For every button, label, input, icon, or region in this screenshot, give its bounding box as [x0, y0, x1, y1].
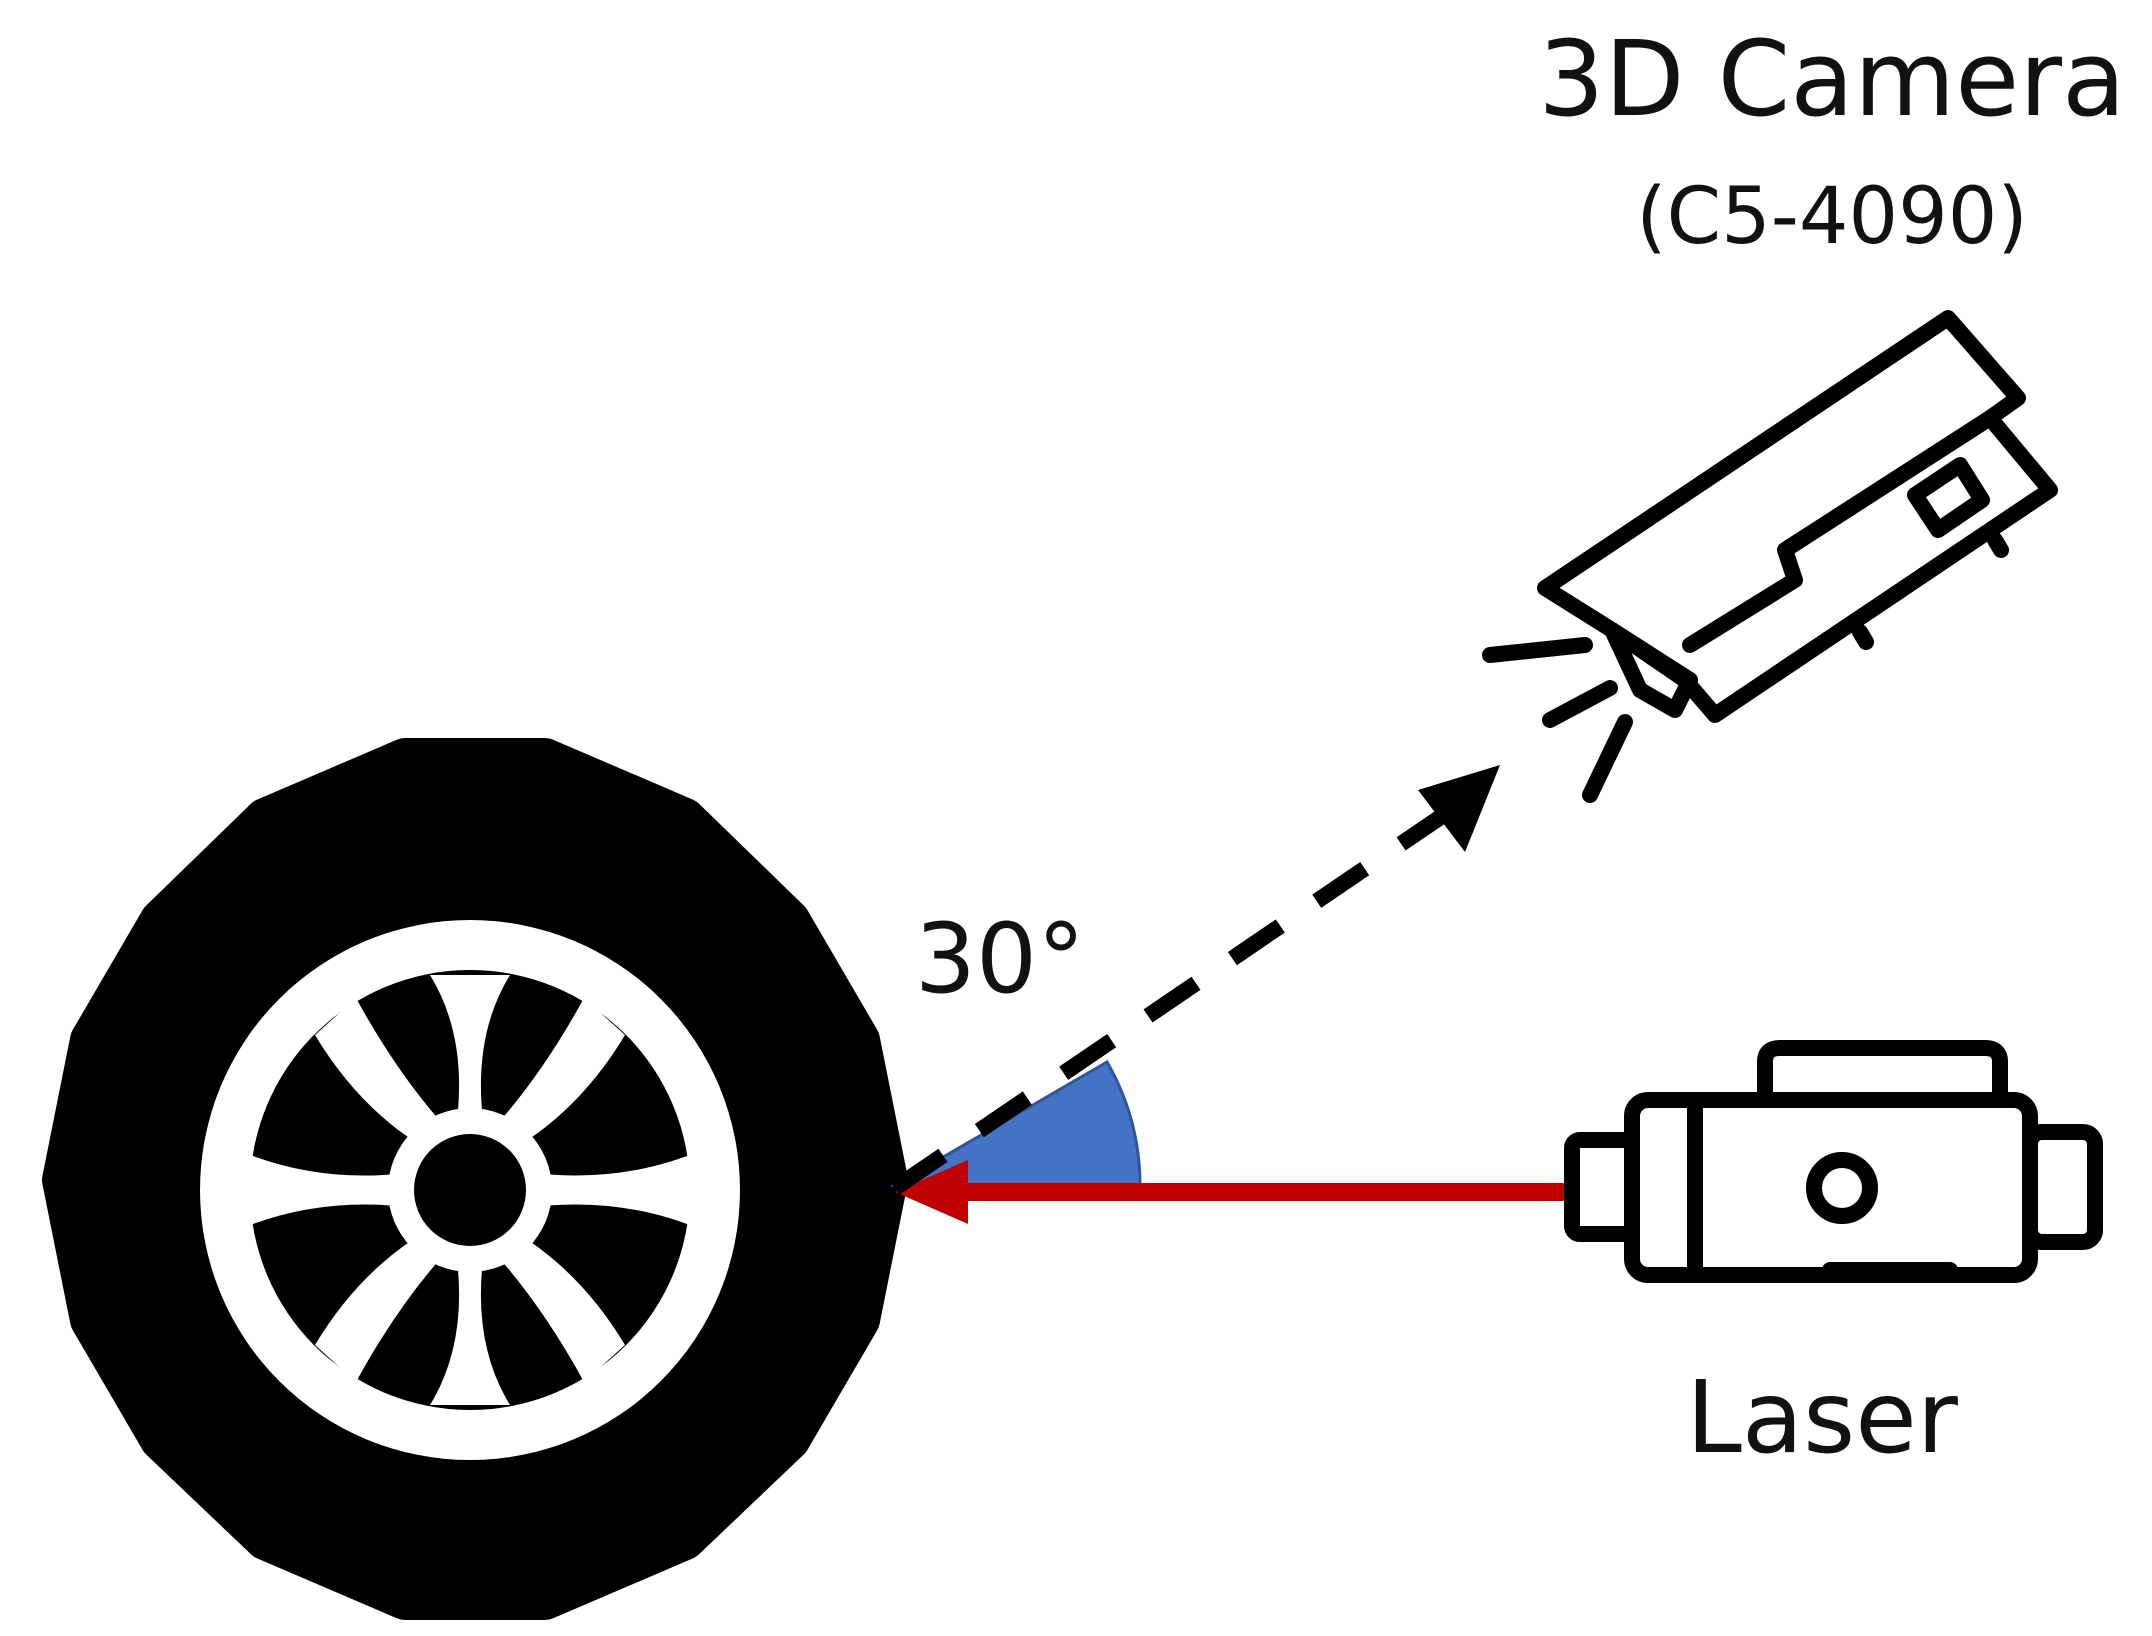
camera-line-arrowhead	[1418, 765, 1500, 852]
laser-label: Laser	[1686, 1359, 1959, 1476]
tire-icon	[42, 738, 908, 1620]
angle-wedge	[889, 1059, 1142, 1187]
camera-model: (C5-4090)	[1636, 172, 2028, 262]
laser-beam	[895, 1160, 1580, 1224]
camera-icon	[1482, 310, 2058, 803]
wheel-hub	[414, 1134, 526, 1246]
camera-title: 3D Camera	[1538, 18, 2125, 140]
angle-label: 30°	[915, 903, 1085, 1015]
camera-sight-line	[890, 765, 1500, 1195]
laser-device-icon	[1564, 1040, 2103, 1283]
wheel-spokes	[238, 975, 702, 1405]
laser-beam-arrowhead	[895, 1160, 968, 1224]
